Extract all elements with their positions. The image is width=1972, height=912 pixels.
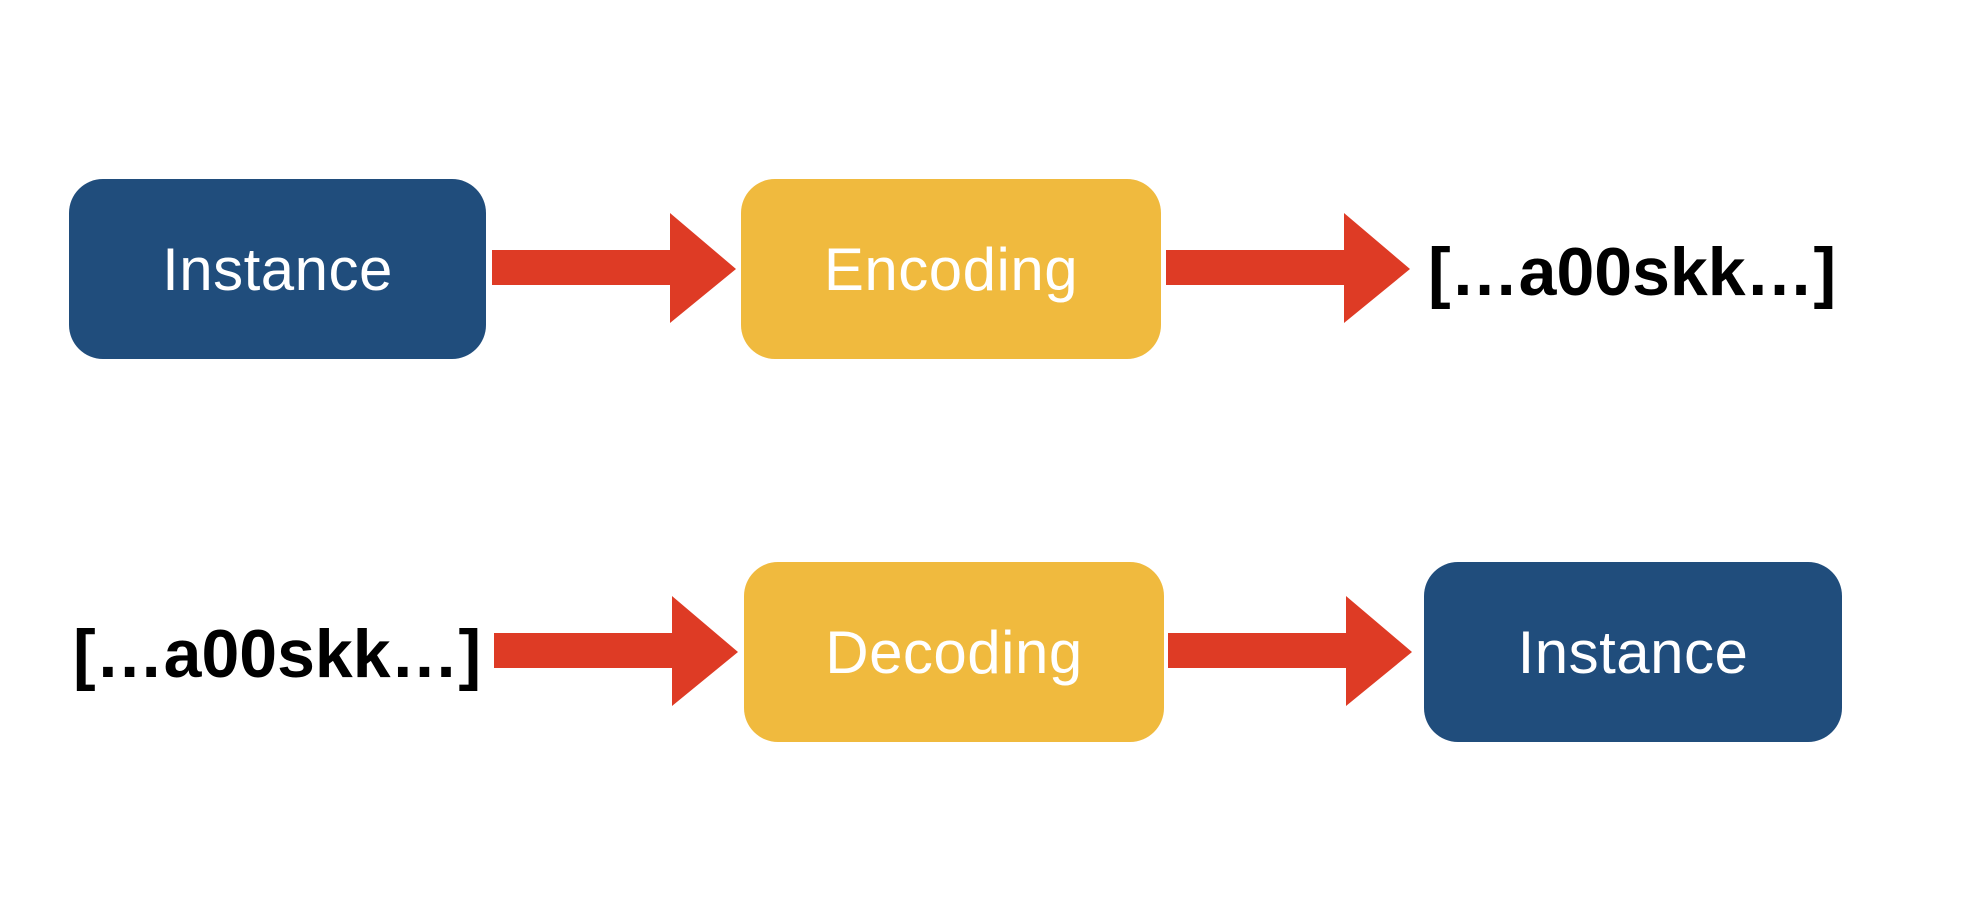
decoding-process-box: Decoding	[744, 562, 1164, 742]
right-arrow-icon	[1166, 213, 1410, 323]
right-arrow-icon	[492, 213, 736, 323]
right-arrow-icon	[494, 596, 738, 706]
right-arrow-icon	[1168, 596, 1412, 706]
encoded-sequence-text: […a00skk…]	[1428, 234, 1837, 310]
decoding-label: Decoding	[825, 618, 1083, 686]
encoded-sequence-text: […a00skk…]	[73, 616, 482, 692]
instance-label: Instance	[162, 235, 393, 303]
encoding-process-box: Encoding	[741, 179, 1161, 359]
instance-label: Instance	[1517, 618, 1749, 686]
instance-box-decoding-output: Instance	[1424, 562, 1842, 742]
instance-box-encoding-source: Instance	[69, 179, 486, 359]
encoding-label: Encoding	[823, 235, 1079, 303]
